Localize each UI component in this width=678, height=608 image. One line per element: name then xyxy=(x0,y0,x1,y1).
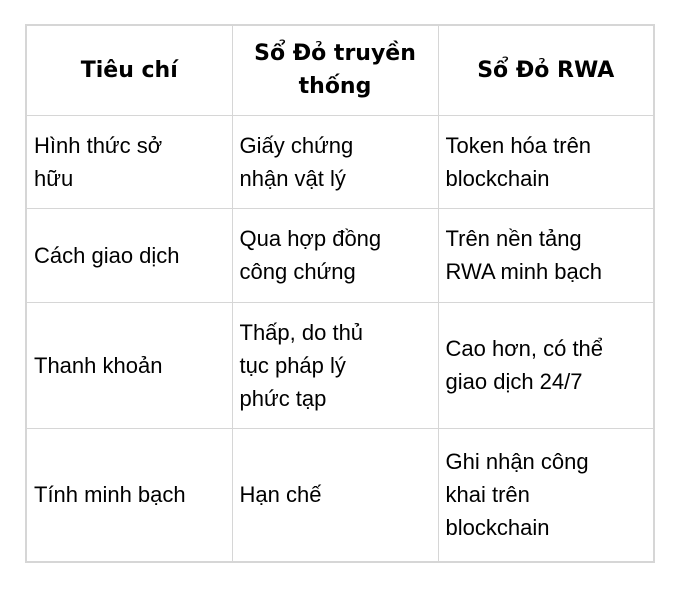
cell-rwa: Trên nền tảng RWA minh bạch xyxy=(437,207,655,303)
header-cell-rwa: Sổ Đỏ RWA xyxy=(437,24,655,116)
comparison-table: Tiêu chí Sổ Đỏ truyền thống Sổ Đỏ RWA Hì… xyxy=(25,24,655,563)
cell-traditional: Qua hợp đồng công chứng xyxy=(231,207,439,303)
cell-traditional: Thấp, do thủ tục pháp lý phức tạp xyxy=(231,301,439,429)
table-row-transaction: Cách giao dịch Qua hợp đồng công chứng T… xyxy=(25,207,655,303)
header-cell-traditional: Sổ Đỏ truyền thống xyxy=(231,24,439,116)
table-body: Hình thức sở hữu Giấy chứng nhận vật lý … xyxy=(25,114,655,563)
table-row-ownership: Hình thức sở hữu Giấy chứng nhận vật lý … xyxy=(25,114,655,209)
cell-traditional: Giấy chứng nhận vật lý xyxy=(231,114,439,209)
header-row: Tiêu chí Sổ Đỏ truyền thống Sổ Đỏ RWA xyxy=(25,24,655,116)
header-cell-criteria: Tiêu chí xyxy=(25,24,233,116)
cell-traditional: Hạn chế xyxy=(231,427,439,563)
table-header: Tiêu chí Sổ Đỏ truyền thống Sổ Đỏ RWA xyxy=(25,24,655,116)
cell-criteria: Thanh khoản xyxy=(25,301,233,429)
cell-criteria: Tính minh bạch xyxy=(25,427,233,563)
table-row-liquidity: Thanh khoản Thấp, do thủ tục pháp lý phứ… xyxy=(25,301,655,429)
cell-criteria: Hình thức sở hữu xyxy=(25,114,233,209)
cell-criteria: Cách giao dịch xyxy=(25,207,233,303)
table-row-transparency: Tính minh bạch Hạn chế Ghi nhận công kha… xyxy=(25,427,655,563)
cell-rwa: Token hóa trên blockchain xyxy=(437,114,655,209)
cell-rwa: Ghi nhận công khai trên blockchain xyxy=(437,427,655,563)
cell-rwa: Cao hơn, có thể giao dịch 24/7 xyxy=(437,301,655,429)
